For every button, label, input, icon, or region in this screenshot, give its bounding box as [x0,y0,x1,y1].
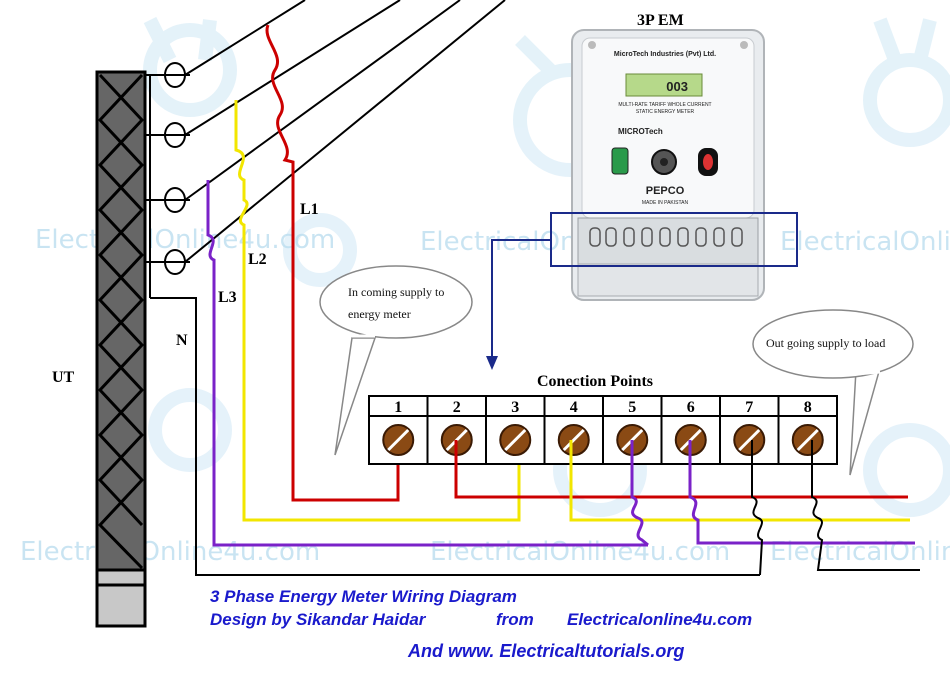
indicator-icon [611,147,629,175]
footer-from: from [496,610,534,629]
screw-slot-icon [562,428,585,452]
outgoing-bubble-text: Out going supply to load [766,336,885,350]
meter-subtitle-2: STATIC ENERGY METER [636,109,695,115]
meter-display-value: 003 [666,79,688,94]
terminal-number: 4 [570,399,578,416]
terminal-number: 3 [511,399,519,416]
meter-company: MicroTech Industries (Pvt) Ltd. [614,51,716,58]
connection-points-title: Conection Points [537,373,653,390]
l2-wire-outgoing [569,440,910,522]
footer-second-website: And www. Electricaltutorials.org [407,641,684,661]
neutral-wire-outgoing [811,440,920,571]
terminal-number: 1 [394,399,402,416]
neutral-wire-meter [751,440,764,576]
meter-display [625,73,703,97]
utility-pole [95,70,147,628]
terminal-number: 6 [687,399,695,416]
incoming-bubble-line-2: energy meter [348,307,411,321]
watermark-text: ElectricalOnline4u.com [430,537,730,567]
neutral-wire-incoming [150,297,760,576]
meter-subtitle-1: MULTI-RATE TARIFF WHOLE CURRENT [618,102,711,108]
footer-website: Electricalonline4u.com [567,610,752,629]
l3-wire-outgoing [688,440,915,545]
watermark-text: ElectricalOnline4u.com [780,227,950,257]
screw-icon [740,41,748,49]
energy-meter: MicroTech Industries (Pvt) Ltd. 003 MULT… [571,29,765,301]
watermark-text: ElectricalOnline4u.com [20,537,320,567]
meter-logo: MICROTech [618,127,663,136]
overhead-wires [184,0,506,263]
screw-slot-icon [504,428,527,452]
outgoing-bubble: Out going supply to load [752,309,914,476]
l3-label: L3 [218,289,237,306]
arrow-head-icon [486,356,498,370]
pointer-arrow [491,239,551,360]
l3-wire-incoming [206,180,648,547]
l1-wire-outgoing [454,440,908,499]
incoming-bubble: In coming supply to energy meter [319,265,473,456]
screw-icon [588,41,596,49]
l3-wire-between [630,440,649,547]
l2-label: L2 [248,251,267,268]
l1-label: L1 [300,201,319,218]
utility-label: UT [52,369,75,386]
bulb-watermark-icons [143,16,950,517]
neutral-label: N [176,332,188,349]
watermark-text: ElectricalOnline4u.com [35,225,335,255]
l1-wire-incoming [265,24,400,502]
terminal-dividers [426,396,780,464]
terminal-number: 5 [628,399,636,416]
screw-slot-icon [387,428,410,452]
terminal-number: 8 [804,399,812,416]
meter-terminal-cover [577,217,759,265]
meter-brand: PEPCO [646,185,685,197]
screw-slot-icon [796,428,819,452]
terminal-number: 2 [453,399,461,416]
screw-slot-icon [738,428,761,452]
meter-title: 3P EM [637,12,684,29]
l2-wire-incoming [234,100,521,522]
incoming-bubble-line-1: In coming supply to [348,285,444,299]
terminal-number: 7 [745,399,753,416]
footer-title: 3 Phase Energy Meter Wiring Diagram [210,587,517,606]
meter-made-in: MADE IN PAKISTAN [642,200,689,206]
footer-designer: Design by Sikandar Haidar [210,610,427,629]
